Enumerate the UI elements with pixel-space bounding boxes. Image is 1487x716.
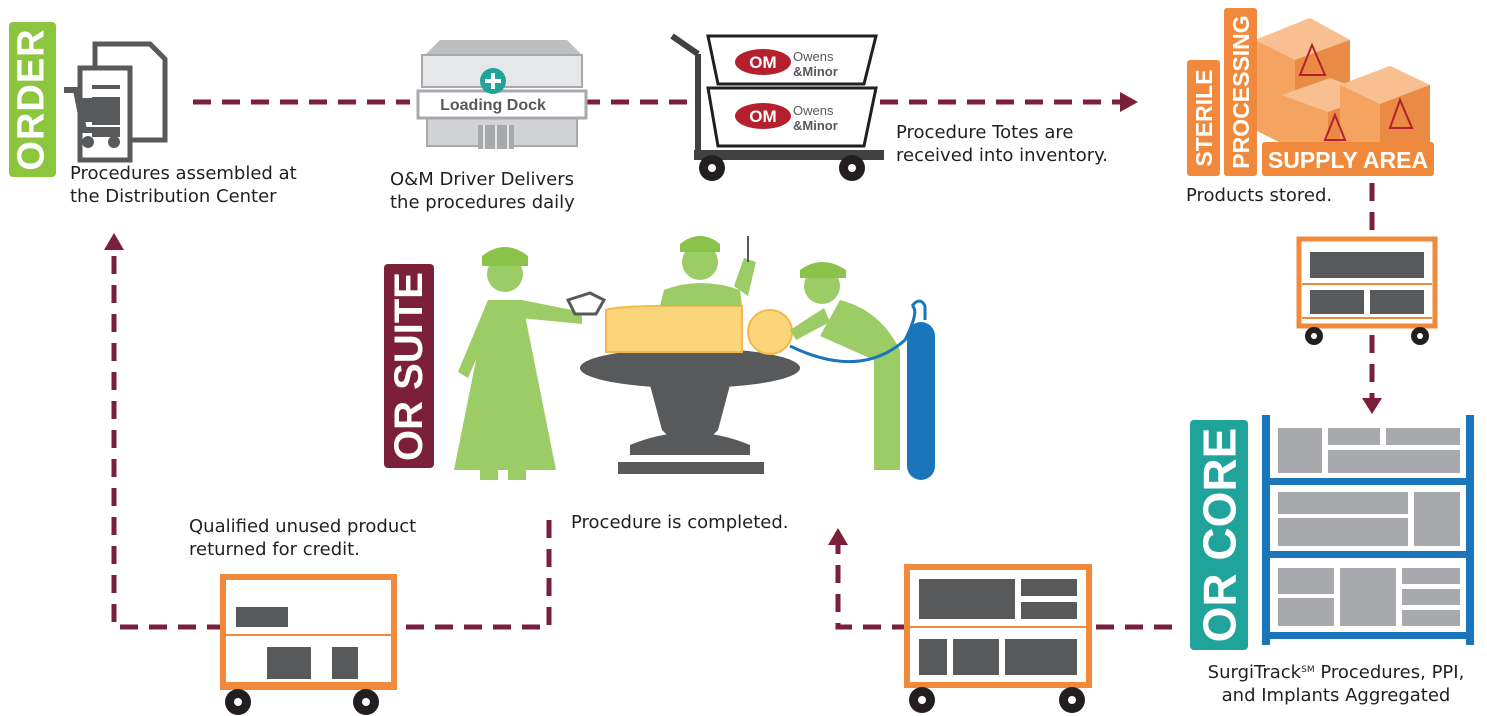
sterile-label-box	[1187, 60, 1220, 176]
brand-owens-bottom: Owens	[793, 103, 834, 118]
om-logo-top: OM	[735, 49, 791, 75]
supply-cart-icon	[1296, 236, 1438, 345]
loading-dock-label: Loading Dock	[440, 97, 546, 114]
arrowhead-up-completed	[828, 528, 848, 545]
procedure-cart-icon	[904, 564, 1092, 713]
surgitrack-rest: Procedures, PPI,	[1314, 662, 1465, 683]
tote-cart-icon: OM OM	[670, 33, 884, 181]
supply-area-label: SUPPLY AREA	[1268, 147, 1428, 173]
return-cart-icon	[220, 574, 397, 715]
service-mark: SM	[1301, 665, 1315, 675]
anesthetist-figure-icon	[790, 262, 900, 470]
om-logo-text: OM	[749, 53, 776, 72]
document-cart-icon	[64, 41, 168, 163]
brand-owens-top: Owens	[793, 49, 834, 64]
caption-totes-received: Procedure Totes are received into invent…	[896, 122, 1108, 166]
arrow-cart-to-completed	[835, 545, 910, 630]
supply-area-label-box	[1262, 142, 1434, 176]
or-core-label: OR CORE	[1193, 427, 1245, 643]
processing-label: PROCESSING	[1228, 15, 1254, 168]
brand-minor-bottom: &Minor	[793, 118, 838, 133]
arrow-heads	[104, 92, 1382, 545]
processing-label-box	[1224, 8, 1257, 176]
sterile-label: STERILE	[1191, 69, 1217, 166]
storage-boxes-icon: STERILE PROCESSING SUPPLY AREA	[1187, 8, 1434, 176]
om-logo-text: OM	[749, 107, 776, 126]
caption-unused-returned: Qualified unused product returned for cr…	[189, 516, 417, 560]
arrow-return-to-order	[111, 248, 225, 630]
arrowhead-down	[1362, 398, 1382, 414]
order-label: ORDER	[11, 28, 54, 171]
caption-procedures-assembled: Procedures assembled at the Distribution…	[70, 163, 297, 207]
surgitrack-line2: and Implants Aggregated	[1221, 685, 1451, 706]
arrow-return-path	[390, 520, 552, 630]
nurse-figure-icon	[454, 247, 582, 480]
arrowhead-up-order	[104, 233, 124, 250]
flow-arrows	[111, 99, 1375, 630]
storage-shelf-icon	[1262, 415, 1474, 645]
or-core-label-box: OR CORE	[1190, 420, 1248, 650]
loading-dock-building-icon	[416, 40, 588, 149]
caption-products-stored: Products stored.	[1186, 185, 1333, 206]
caption-surgitrack: SurgiTrackSM Procedures, PPI, and Implan…	[1188, 661, 1484, 707]
or-suite-label-box: OR SUITE	[384, 264, 434, 468]
surgeon-figure-icon	[660, 236, 756, 306]
caption-procedure-completed: Procedure is completed.	[571, 512, 789, 533]
brand-minor-top: &Minor	[793, 64, 838, 79]
operating-table-icon	[580, 348, 800, 474]
or-suite-label: OR SUITE	[386, 271, 431, 461]
surgitrack-name: SurgiTrack	[1207, 662, 1302, 683]
caption-driver-delivers: O&M Driver Delivers the procedures daily	[390, 169, 575, 213]
arrowhead-right	[1120, 92, 1138, 112]
order-label-box: ORDER	[9, 22, 56, 177]
om-logo-bottom: OM	[735, 103, 791, 129]
surgery-team-icon	[454, 236, 935, 480]
oxygen-tank-icon	[907, 322, 935, 480]
